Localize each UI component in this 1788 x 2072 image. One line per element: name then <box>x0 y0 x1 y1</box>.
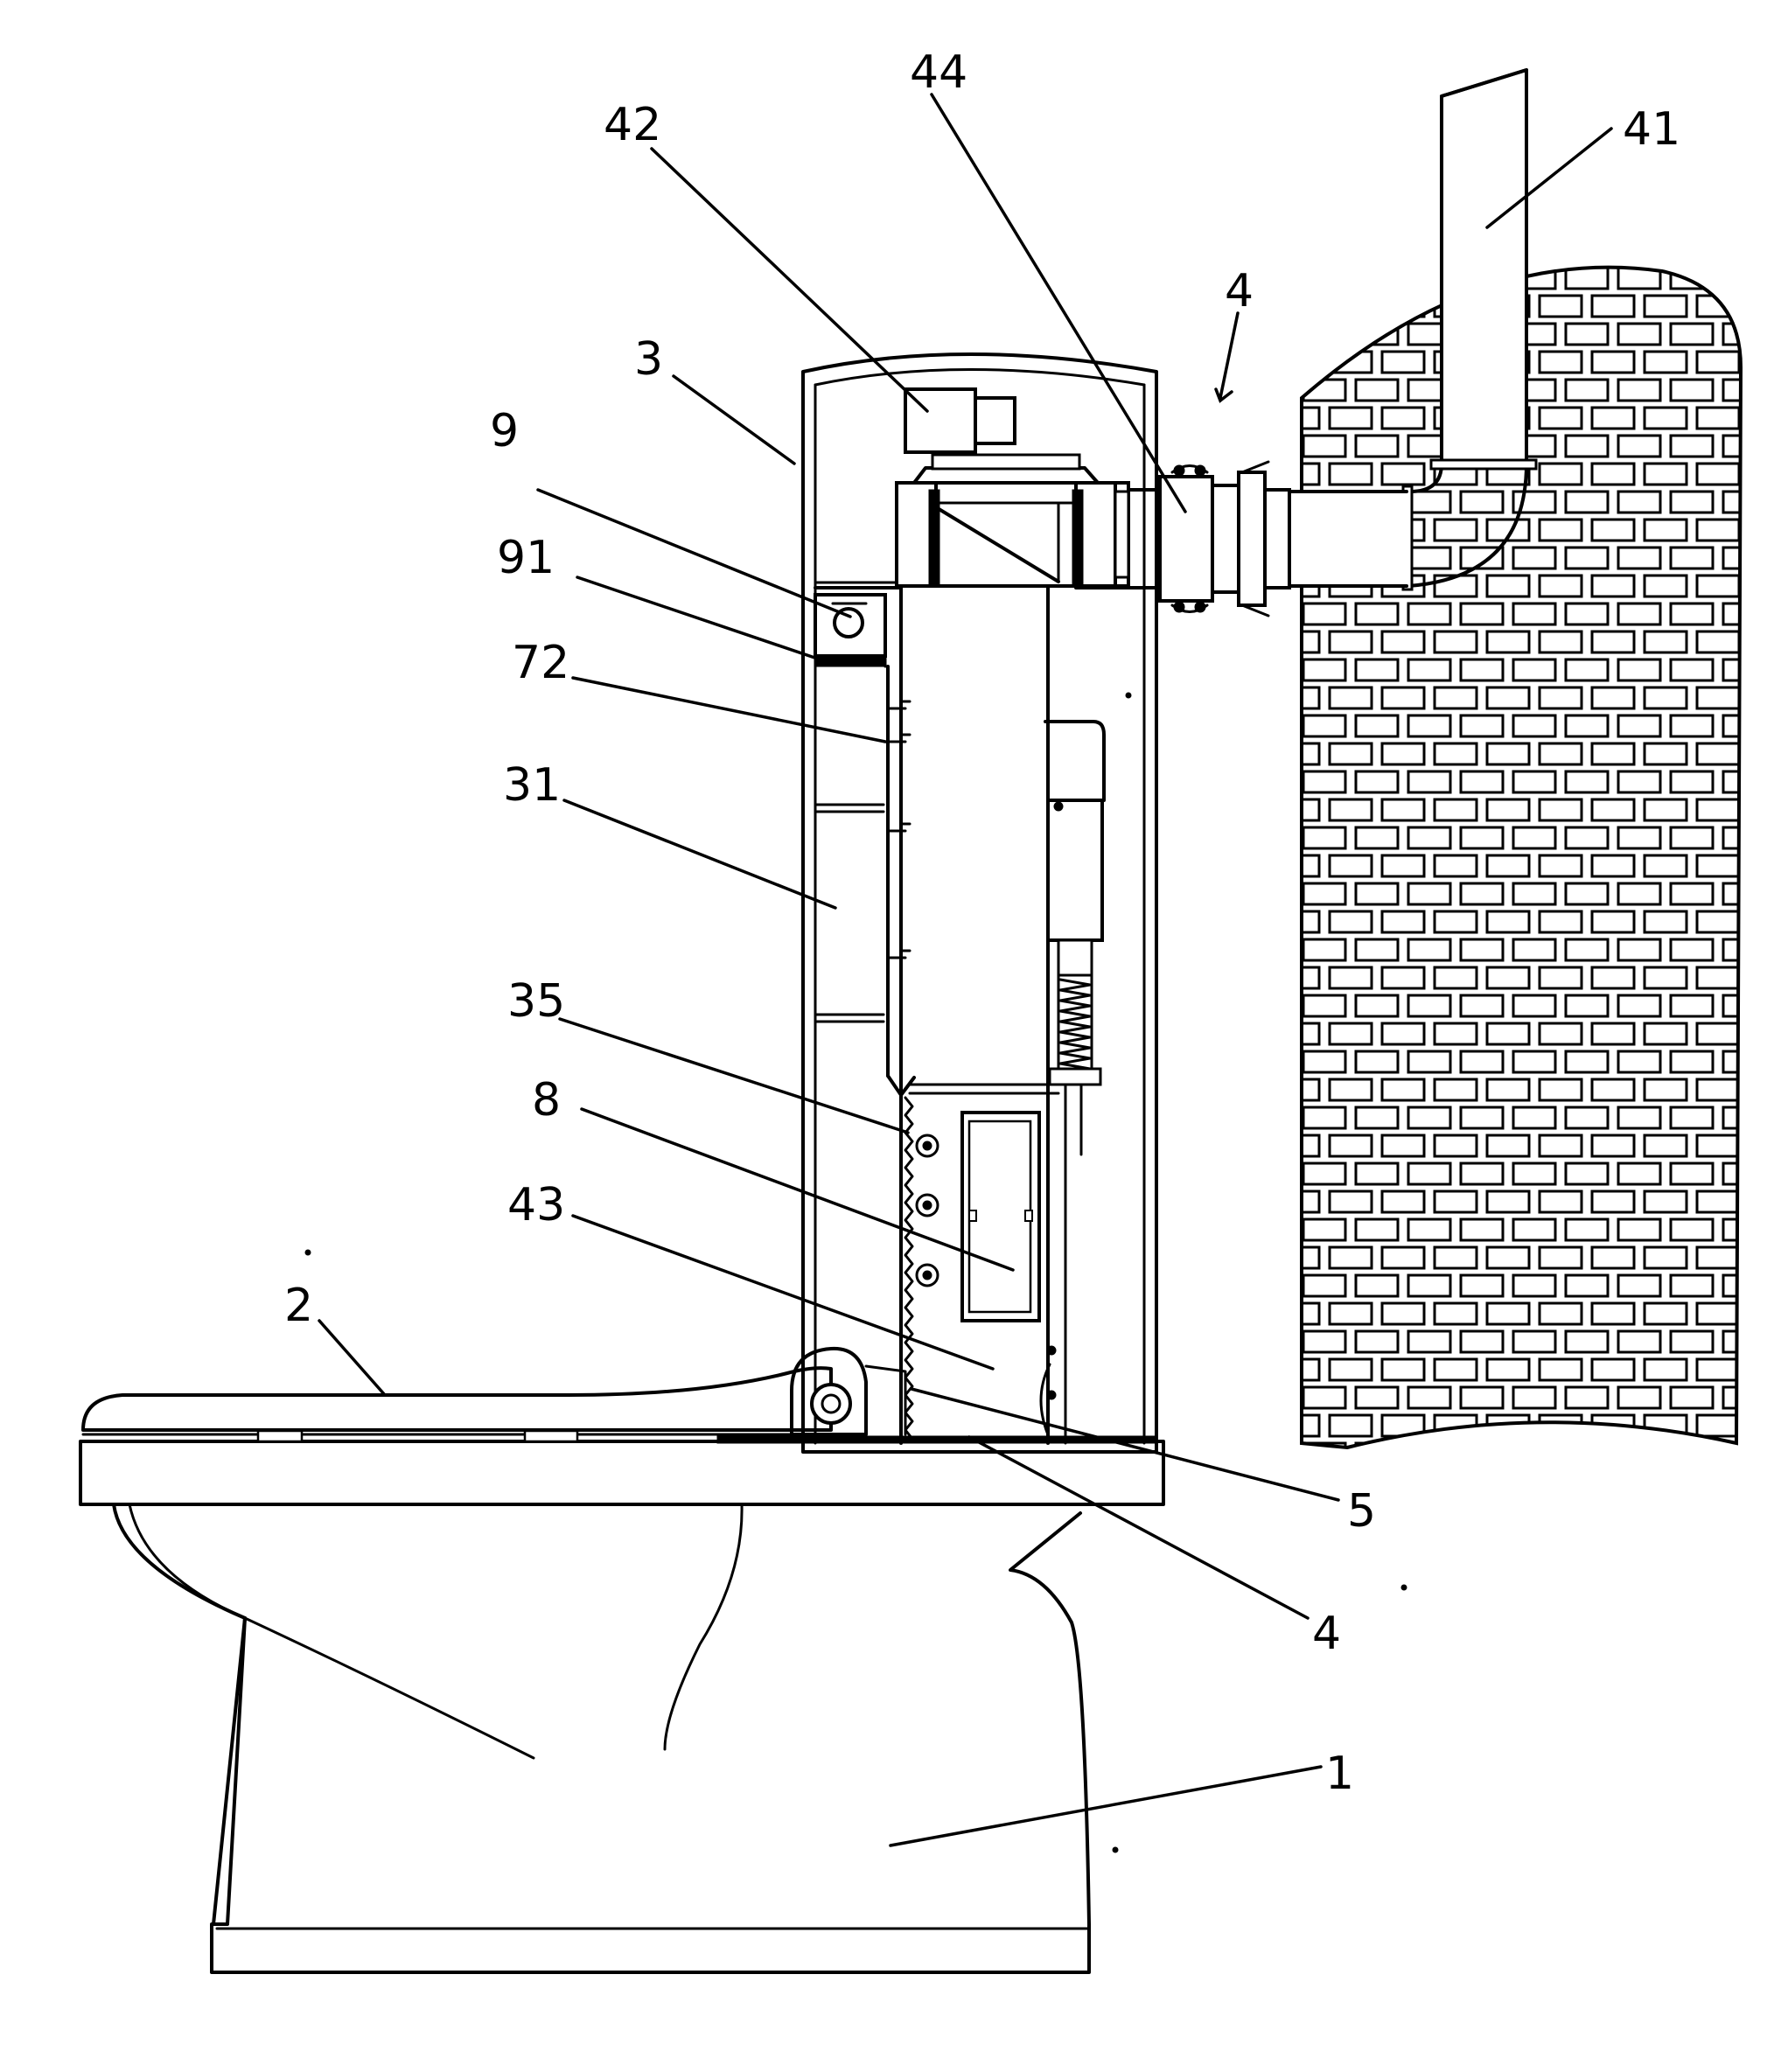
label-1: 1 <box>1325 1748 1354 1800</box>
pipe-coupling <box>1127 460 1291 617</box>
leader-lines <box>318 93 1613 1847</box>
label-2: 2 <box>284 1280 313 1332</box>
reference-labels: 41 42 44 4 3 9 91 72 31 35 8 43 2 5 4 1 <box>284 46 1680 1800</box>
label-4-bottom: 4 <box>1312 1608 1341 1660</box>
control-box <box>960 1111 1041 1322</box>
exhaust-duct <box>895 481 1130 588</box>
label-3: 3 <box>634 333 663 386</box>
speck <box>1125 692 1132 699</box>
seat-hinge <box>790 1346 907 1436</box>
water-compartment <box>814 665 916 1097</box>
label-9: 9 <box>490 405 519 457</box>
label-44: 44 <box>910 46 967 99</box>
actuator-rod <box>1039 720 1106 1445</box>
speck <box>1112 1846 1119 1853</box>
label-31: 31 <box>503 759 561 812</box>
label-4-top: 4 <box>1225 265 1254 317</box>
label-91: 91 <box>497 532 555 584</box>
toilet-seat <box>81 1366 1156 1444</box>
label-41: 41 <box>1623 103 1680 156</box>
speck <box>1400 1584 1407 1591</box>
toilet-bowl <box>79 1440 1165 1974</box>
vent-pipe <box>1284 68 1538 591</box>
label-5: 5 <box>1347 1485 1376 1538</box>
water-tank <box>801 352 1158 1454</box>
label-72: 72 <box>512 637 569 689</box>
label-35: 35 <box>507 975 565 1028</box>
label-8: 8 <box>532 1074 561 1127</box>
float-chamber <box>814 593 887 668</box>
label-43: 43 <box>507 1179 565 1231</box>
vertical-flue <box>899 586 1060 1445</box>
fan-motor <box>904 387 1100 485</box>
label-42: 42 <box>604 99 661 151</box>
speck <box>304 1249 311 1256</box>
